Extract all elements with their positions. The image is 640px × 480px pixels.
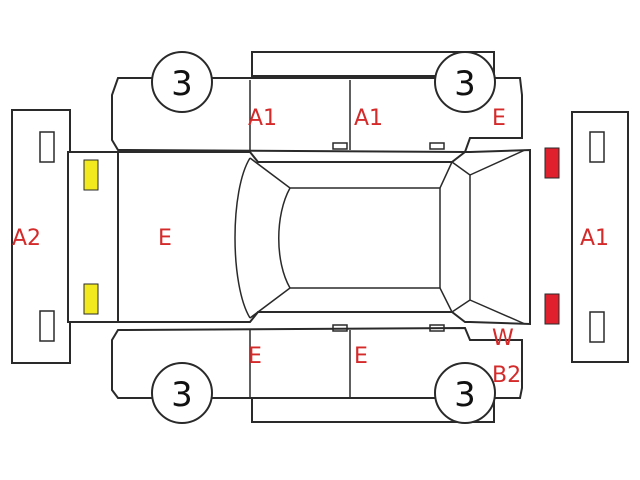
code-right-rear-door: E	[248, 344, 262, 369]
code-right-front-door: E	[354, 344, 368, 369]
wheel-front-left: 3	[434, 51, 496, 113]
left-side-panel	[111, 51, 523, 154]
wheel-rear-right: 3	[151, 362, 213, 424]
rear-right-light	[83, 283, 99, 315]
code-right-front-fender-w: W	[492, 326, 514, 351]
wheel-rear-left-number: 3	[171, 64, 193, 104]
car-body-top-view	[67, 148, 531, 326]
right-side-panel	[111, 324, 523, 423]
front-left-light	[544, 147, 560, 179]
wheel-rear-right-number: 3	[171, 375, 193, 415]
code-right-front-fender-b2: B2	[492, 363, 521, 388]
wheel-front-right-number: 3	[454, 375, 476, 415]
code-front-bumper: A1	[580, 226, 609, 251]
code-left-rear-door: A1	[248, 106, 277, 131]
rear-left-light	[83, 159, 99, 191]
code-left-front-door: A1	[354, 106, 383, 131]
code-trunk: E	[158, 226, 172, 251]
code-left-front-fender: E	[492, 106, 506, 131]
wheel-front-right: 3	[434, 362, 496, 424]
front-right-light	[544, 293, 560, 325]
wheel-front-left-number: 3	[454, 64, 476, 104]
wheel-rear-left: 3	[151, 51, 213, 113]
front-bumper	[571, 111, 629, 363]
rear-bumper	[11, 109, 71, 364]
code-rear-bumper: A2	[12, 226, 41, 251]
